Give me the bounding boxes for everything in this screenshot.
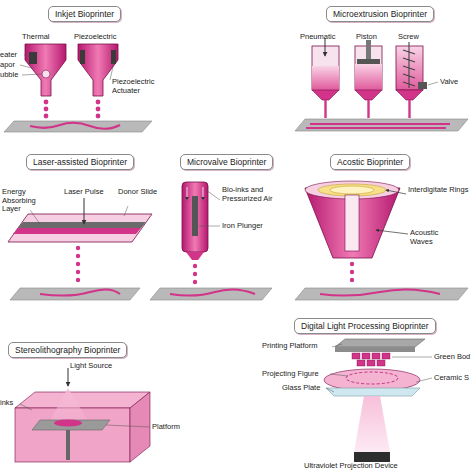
part-label: Donor Slide — [118, 188, 158, 197]
part-label: Glass Plate — [282, 384, 320, 393]
part-label: Energy Absorbing Layer — [2, 188, 54, 214]
part-label: Piezoelectric Actuater — [112, 78, 172, 95]
part-label: Thermal — [22, 33, 50, 42]
title-text: Microextrusion Bioprinter — [333, 9, 427, 19]
part-label: inks — [0, 399, 13, 408]
part-label: Ultraviolet Projection Device — [304, 462, 444, 471]
part-label: Interdigitate Rings — [408, 186, 470, 195]
laser-assisted-illustration — [8, 198, 152, 300]
title-box: Acostic Bioprinter — [330, 154, 410, 170]
title-text: Digital Light Processing Bioprinter — [301, 321, 429, 331]
part-label: Light Source — [70, 362, 112, 371]
part-label: Screw — [398, 33, 419, 42]
title-text: Stereolithography Bioprinter — [15, 345, 120, 355]
part-label: Ceramic S — [434, 374, 469, 383]
part-label: eater — [0, 51, 17, 60]
part-label: Iron Plunger — [222, 222, 263, 231]
part-label: apor — [0, 61, 15, 70]
title-text: Laser-assisted Bioprinter — [33, 157, 127, 167]
part-label: Piston — [356, 33, 377, 42]
part-label: Laser Pulse — [64, 188, 104, 197]
part-label: Valve — [440, 78, 458, 87]
title-box: Microvalve Bioprinter — [180, 154, 273, 170]
title-box: Microextrusion Bioprinter — [326, 6, 434, 22]
title-box: Inkjet Bioprinter — [48, 6, 121, 22]
part-label: Projecting Figure — [262, 370, 319, 379]
part-label: Platform — [152, 423, 180, 432]
title-box: Digital Light Processing Bioprinter — [294, 318, 436, 334]
part-label: Bio-inks and Pressurized Air — [222, 186, 292, 203]
stereolithography-illustration — [15, 368, 150, 462]
title-text: Microvalve Bioprinter — [187, 157, 266, 167]
title-text: Acostic Bioprinter — [337, 157, 403, 167]
part-label: Acoustic Waves — [410, 229, 460, 246]
title-box: Stereolithography Bioprinter — [8, 342, 127, 358]
part-label: Green Bod — [434, 353, 470, 362]
title-box: Laser-assisted Bioprinter — [26, 154, 134, 170]
microextrusion-illustration — [295, 38, 468, 131]
part-label: Pneumatic — [300, 33, 335, 42]
part-label: Printing Platform — [262, 342, 317, 351]
part-label: Piezoelectric — [74, 33, 117, 42]
part-label: ubble — [0, 71, 18, 80]
acoustic-illustration — [295, 181, 468, 300]
title-text: Inkjet Bioprinter — [55, 9, 114, 19]
dlp-illustration — [324, 339, 432, 462]
